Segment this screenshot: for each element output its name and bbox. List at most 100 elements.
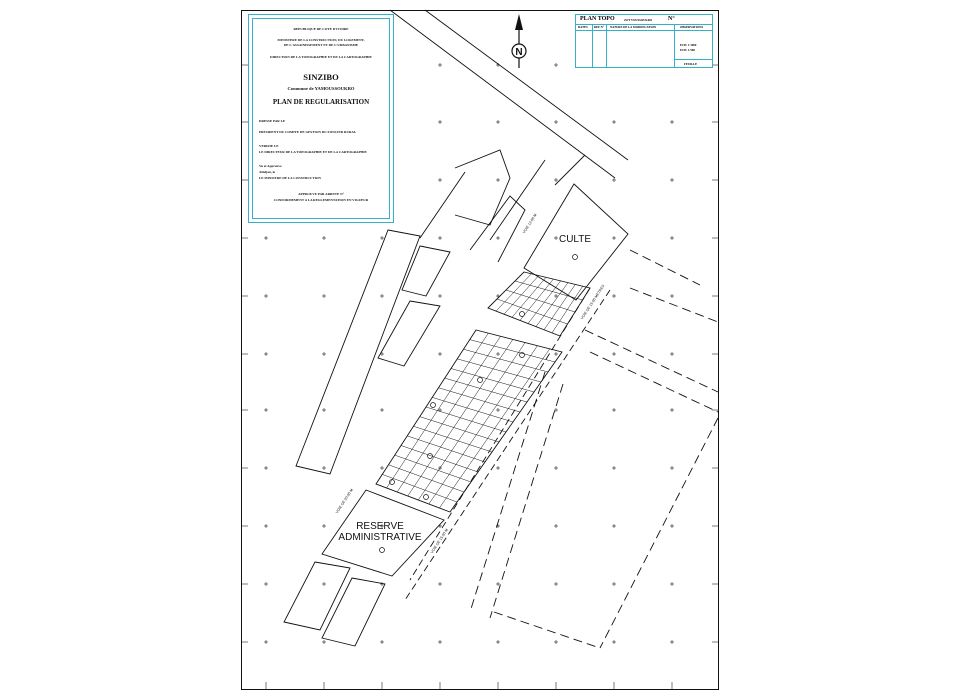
- col-nature: NATURE DE LA MODIFICATION: [610, 25, 657, 29]
- lot-line: [394, 454, 472, 483]
- grid-cross: [322, 352, 326, 356]
- verifie-label: VERIFIE LE: [259, 144, 279, 148]
- grid-cross: [264, 294, 268, 298]
- grid-cross: [380, 524, 384, 528]
- plan-title: PLAN DE REGULARISATION: [272, 98, 370, 106]
- grid-cross: [496, 408, 500, 412]
- arrete-label: APPROUVE PAR ARRETE N°: [298, 192, 344, 196]
- grid-cross: [670, 352, 674, 356]
- dresse-label: DRESSE PAR LE: [259, 119, 286, 123]
- grid-cross: [438, 178, 442, 182]
- lot-line: [457, 358, 542, 383]
- zone-markers: [379, 254, 578, 553]
- lot-line: [463, 349, 549, 373]
- grid-cross: [612, 120, 616, 124]
- grid-cross: [380, 236, 384, 240]
- regulation-label: CONFORMEMENT A LA REGLEMENTATION EN VIGU…: [273, 198, 369, 202]
- grid-cross: [670, 236, 674, 240]
- cartouche-subheading: ZOT YOUSSOUKRO: [624, 18, 653, 22]
- left-parcels: [283, 149, 586, 647]
- grid-cross: [380, 640, 384, 644]
- grid-cross: [496, 178, 500, 182]
- grid-cross: [380, 466, 384, 470]
- revision-cartouche: PLAN TOPO ZOT YOUSSOUKRO N° DATES REF N°…: [575, 14, 713, 68]
- grid-cross: [612, 294, 616, 298]
- scale-2: ECH. 1/500: [680, 48, 695, 52]
- grid-cross: [496, 582, 500, 586]
- lot-line: [388, 464, 465, 493]
- grid-cross: [322, 294, 326, 298]
- grid-cross: [322, 408, 326, 412]
- grid-cross: [612, 352, 616, 356]
- grid-cross: [322, 236, 326, 240]
- republic-label: REPUBLIQUE DE COTE D'IVOIRE: [293, 27, 349, 31]
- title-block-frame: REPUBLIQUE DE COTE D'IVOIRE MINISTERE DE…: [252, 18, 390, 219]
- dashed-roads: [469, 249, 719, 649]
- north-letter: N: [515, 47, 522, 58]
- grid-cross: [264, 524, 268, 528]
- grid-cross: [438, 640, 442, 644]
- locality-title: SINZIBO: [303, 72, 339, 82]
- grid-cross: [322, 582, 326, 586]
- cartouche-heading: PLAN TOPO: [580, 16, 615, 22]
- grid-cross: [438, 352, 442, 356]
- grid-cross: [438, 63, 442, 67]
- grid-cross: [554, 236, 558, 240]
- minister-label: LE MINISTRE DE LA CONSTRUCTION: [259, 176, 321, 180]
- grid-cross: [496, 120, 500, 124]
- grid-cross: [496, 466, 500, 470]
- grid-cross: [612, 582, 616, 586]
- grid-cross: [264, 408, 268, 412]
- lot-line: [496, 298, 568, 325]
- grid-cross: [496, 294, 500, 298]
- lot-line: [425, 406, 507, 433]
- grid-cross: [438, 236, 442, 240]
- grid-cross: [322, 640, 326, 644]
- directorate-label: DIRECTION DE LA TOPOGRAPHIE ET DE LA CAR…: [270, 55, 372, 59]
- director-label: LE DIRECTEUR DE LA TOPOGRAPHIE ET DE LA …: [259, 150, 367, 154]
- lot-line: [432, 397, 514, 423]
- lot-subdivisions: [382, 273, 583, 509]
- grid-cross: [670, 294, 674, 298]
- grid-cross: [264, 466, 268, 470]
- zone-label-culte: CULTE: [558, 234, 592, 245]
- abidjan-label: Abidjan, le: [259, 170, 276, 174]
- grid-cross: [670, 582, 674, 586]
- ministry-line-2: DE L'ASSAINISSEMENT ET DE L'URBANISME: [283, 43, 359, 47]
- scale-1: ECH. 1/1000: [680, 43, 697, 47]
- grid-cross: [612, 524, 616, 528]
- lot-line: [450, 368, 535, 393]
- lot-line: [514, 280, 583, 301]
- zone-label-reserve-1: RESERVE: [356, 521, 404, 532]
- grid-cross: [438, 294, 442, 298]
- grid-cross: [670, 466, 674, 470]
- grid-cross: [670, 524, 674, 528]
- grid-cross: [496, 352, 500, 356]
- grid-cross: [612, 466, 616, 470]
- lot-line: [419, 416, 500, 443]
- grid-cross: [322, 466, 326, 470]
- grid-cross: [554, 352, 558, 356]
- cartouche-number: N°: [668, 16, 675, 22]
- grid-cross: [670, 408, 674, 412]
- ministry-line-1: MINISTERE DE LA CONSTRUCTION, DU LOGEMEN…: [277, 38, 365, 42]
- grid-cross: [554, 640, 558, 644]
- grid-cross: [554, 63, 558, 67]
- grid-cross: [612, 640, 616, 644]
- grid-cross: [554, 178, 558, 182]
- grid-cross: [438, 120, 442, 124]
- grid-cross: [670, 178, 674, 182]
- title-block: REPUBLIQUE DE COTE D'IVOIRE MINISTERE DE…: [248, 14, 394, 223]
- grid-cross: [264, 640, 268, 644]
- president-label: PRESIDENT DU COMITE DE GESTION DU FONCIE…: [259, 130, 357, 134]
- grid-cross: [380, 294, 384, 298]
- grid-cross: [554, 466, 558, 470]
- col-observations: OBSERVATIONS: [680, 25, 704, 29]
- grid-cross: [322, 524, 326, 528]
- grid-cross: [380, 408, 384, 412]
- grid-cross: [496, 236, 500, 240]
- main-corridor: [321, 183, 629, 601]
- grid-cross: [554, 524, 558, 528]
- grid-cross: [438, 582, 442, 586]
